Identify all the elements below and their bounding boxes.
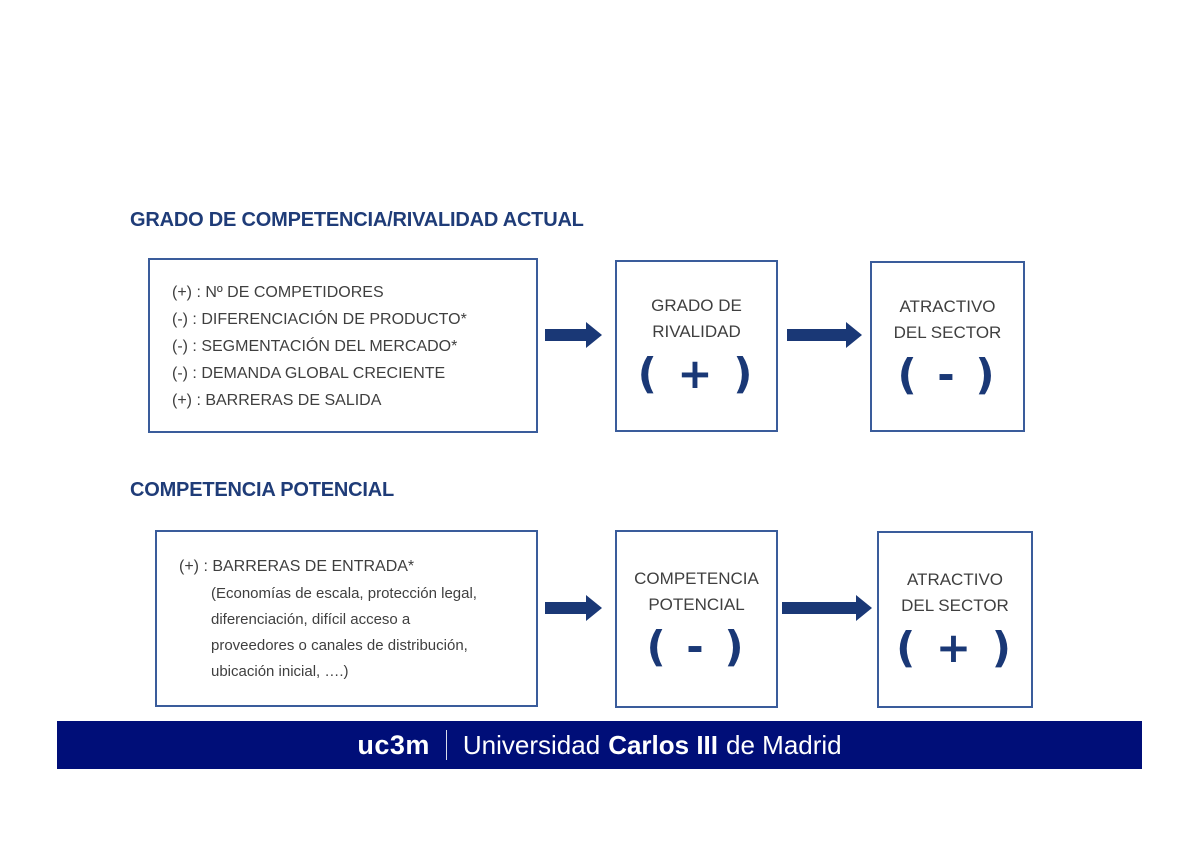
arrow-head	[856, 595, 872, 621]
university-name: Universidad Carlos III de Madrid	[463, 730, 842, 761]
arrow-right-icon	[787, 322, 862, 348]
outcome-box-label: DEL SECTOR	[893, 322, 1002, 342]
factor-detail-line: ubicación inicial, ….)	[211, 663, 349, 680]
factor-line: (+) : BARRERAS DE SALIDA	[172, 392, 382, 409]
result-box-label: POTENCIAL	[648, 595, 745, 615]
factor-line: (-) : DEMANDA GLOBAL CRECIENTE	[172, 365, 446, 382]
outcome-box-label: ATRACTIVO	[906, 569, 1004, 589]
section2-heading: COMPETENCIA POTENCIAL	[130, 479, 394, 501]
factor-line: (-) : SEGMENTACIÓN DEL MERCADO*	[172, 338, 458, 355]
minus-symbol: ( - )	[897, 349, 998, 399]
arrow-shaft	[545, 329, 588, 341]
university-name-part: Universidad	[462, 729, 601, 760]
arrow-right-icon	[545, 595, 602, 621]
factor-line: (+) : Nº DE COMPETIDORES	[172, 284, 384, 301]
section1-factors-box: (+) : Nº DE COMPETIDORES (-) : DIFERENCI…	[148, 258, 538, 433]
arrow-right-icon	[545, 322, 602, 348]
university-name-part: Carlos III	[608, 729, 719, 760]
factor-line: (-) : DIFERENCIACIÓN DE PRODUCTO*	[172, 311, 467, 328]
result-box-label: RIVALIDAD	[652, 322, 741, 342]
factor-title: (+) : BARRERAS DE ENTRADA*	[179, 558, 415, 575]
outcome-box-label: ATRACTIVO	[899, 296, 996, 316]
factor-detail-line: proveedores o canales de distribución,	[211, 637, 468, 654]
arrow-head	[586, 595, 602, 621]
arrow-shaft	[545, 602, 588, 614]
section2-outcome-box: ATRACTIVO DEL SECTOR ( + )	[877, 531, 1033, 708]
arrow-shaft	[782, 602, 858, 614]
result-box-label: GRADO DE	[651, 296, 742, 316]
plus-symbol: ( + )	[637, 349, 756, 399]
arrow-head	[586, 322, 602, 348]
arrow-shaft	[787, 329, 848, 341]
section2-result-box: COMPETENCIA POTENCIAL ( - )	[615, 530, 778, 708]
section1-result-box: GRADO DE RIVALIDAD ( + )	[615, 260, 778, 432]
plus-symbol: ( + )	[896, 622, 1014, 672]
footer-bar: uc3m Universidad Carlos III de Madrid	[57, 721, 1142, 769]
factor-detail-line: (Economías de escala, protección legal,	[211, 585, 477, 602]
arrow-head	[846, 322, 862, 348]
arrow-right-icon	[782, 595, 872, 621]
minus-symbol: ( - )	[646, 622, 747, 672]
section1-heading: GRADO DE COMPETENCIA/RIVALIDAD ACTUAL	[130, 209, 584, 231]
section1-outcome-box: ATRACTIVO DEL SECTOR ( - )	[870, 261, 1025, 432]
factor-detail-line: diferenciación, difícil acceso a	[211, 611, 411, 628]
result-box-label: COMPETENCIA	[634, 569, 759, 589]
section2-factors-box: (+) : BARRERAS DE ENTRADA* (Economías de…	[155, 530, 538, 707]
outcome-box-label: DEL SECTOR	[901, 595, 1009, 615]
university-name-part: de Madrid	[726, 729, 842, 760]
footer-divider	[445, 730, 447, 760]
uc3m-logo: uc3m	[357, 729, 430, 760]
